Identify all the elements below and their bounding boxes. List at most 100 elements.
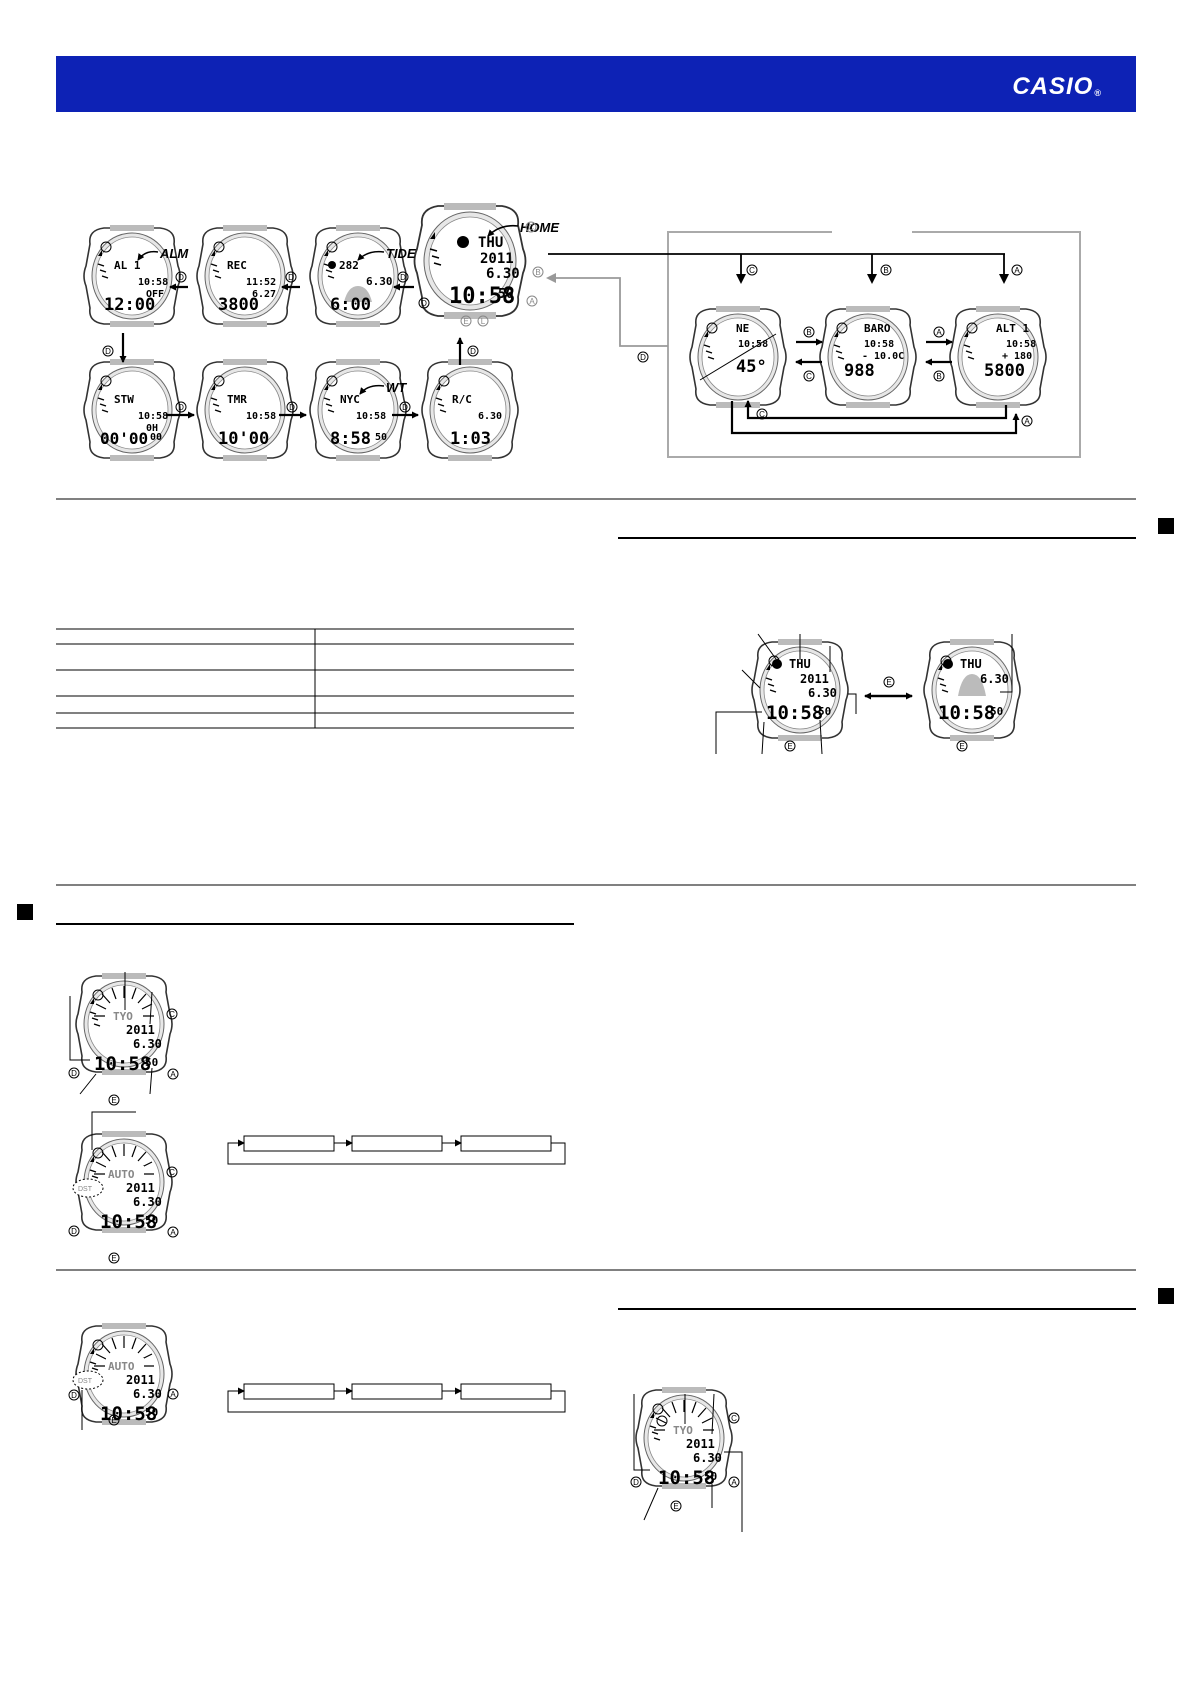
svg-text:A: A [170, 1070, 176, 1079]
tk-right-date: 6.30 [980, 672, 1009, 686]
tide-code: 282 [339, 259, 359, 272]
svg-text:B: B [806, 328, 811, 337]
svg-text:E: E [111, 1096, 116, 1105]
rec-time: 11:52 [246, 277, 276, 288]
alt-value: 5800 [984, 361, 1025, 381]
tk-right-time: 10:58 [938, 702, 995, 724]
alarm-label: ALM [159, 246, 189, 261]
rec-value: 3800 [218, 295, 259, 315]
stopwatch-time: 10:58 [138, 411, 168, 422]
svg-text:D: D [71, 1069, 77, 1078]
bottom-year: 2011 [686, 1437, 715, 1451]
svg-text:D: D [71, 1391, 77, 1400]
rc-time: 1:03 [450, 429, 491, 449]
dst1-indicator: DST [78, 1186, 93, 1193]
svg-text:E: E [886, 678, 891, 687]
rc-date: 6.30 [478, 411, 502, 422]
svg-text:E: E [673, 1502, 678, 1511]
baro-code: BARO [864, 322, 891, 335]
svg-text:D: D [178, 273, 184, 282]
bottom-city: TYO [673, 1424, 693, 1437]
svg-text:D: D [178, 403, 184, 412]
dst2-year: 2011 [126, 1373, 155, 1387]
city-time: 10:58 [94, 1053, 151, 1075]
tk-right-seconds: 50 [990, 705, 1003, 718]
city-date: 6.30 [133, 1037, 162, 1051]
alt-delta: + 180 [1002, 351, 1032, 362]
wt-code: NYC [340, 393, 360, 406]
svg-text:C: C [806, 372, 812, 381]
dst2-indicator: DST [78, 1378, 93, 1385]
dst1-date: 6.30 [133, 1195, 162, 1209]
svg-text:C: C [169, 1010, 175, 1019]
dst1-status: AUTO [108, 1168, 135, 1181]
wt-time-small: 10:58 [356, 411, 386, 422]
svg-text:E: E [787, 742, 792, 751]
home-seconds: 50 [498, 287, 514, 302]
tk-left-day: THU [789, 657, 811, 671]
svg-text:C: C [749, 266, 755, 275]
bottom-seconds: 50 [704, 1470, 717, 1483]
timer-time: 10:58 [246, 411, 276, 422]
svg-text:D: D [633, 1478, 639, 1487]
svg-text:A: A [1024, 417, 1030, 426]
svg-text:E: E [463, 317, 468, 326]
svg-text:E: E [111, 1416, 116, 1425]
home-year: 2011 [480, 251, 514, 267]
tide-time: 6:00 [330, 295, 371, 315]
stopwatch-hundredths: 00 [150, 432, 162, 443]
bottom-date: 6.30 [693, 1451, 722, 1465]
tide-label: TIDE [386, 246, 416, 261]
casio-logo: CASIO® [1012, 73, 1102, 100]
rc-code: R/C [452, 393, 472, 406]
baro-value: 988 [844, 361, 875, 381]
baro-trend: - 10.0C [862, 351, 904, 362]
dst2-seconds: 50 [145, 1406, 158, 1419]
svg-text:A: A [170, 1390, 176, 1399]
page-header: CASIO® [56, 56, 1136, 112]
alarm-time: 12:00 [104, 295, 155, 315]
compass-value: 45° [736, 357, 767, 377]
alarm-status: OFF [146, 289, 164, 300]
stopwatch-value: 00'00 [100, 429, 148, 448]
alarm-time-small: 10:58 [138, 277, 168, 288]
wt-time: 8:58 [330, 429, 371, 449]
svg-text:D: D [402, 403, 408, 412]
svg-text:A: A [529, 297, 535, 306]
svg-text:A: A [170, 1228, 176, 1237]
home-day: THU [478, 235, 503, 251]
stopwatch-code: STW [114, 393, 134, 406]
svg-text:D: D [421, 299, 427, 308]
svg-text:D: D [289, 403, 295, 412]
svg-text:B: B [535, 268, 540, 277]
tk-left-date: 6.30 [808, 686, 837, 700]
alt-time: 10:58 [1006, 339, 1036, 350]
dst1-year: 2011 [126, 1181, 155, 1195]
svg-text:B: B [936, 372, 941, 381]
tide-date: 6.30 [366, 275, 393, 288]
dst2-status: AUTO [108, 1360, 135, 1373]
svg-text:L: L [481, 317, 486, 326]
dst2-date: 6.30 [133, 1387, 162, 1401]
dst2-time: 10:58 [100, 1403, 157, 1425]
city-seconds: 50 [145, 1056, 158, 1069]
svg-text:A: A [936, 328, 942, 337]
svg-text:C: C [528, 223, 534, 232]
svg-text:C: C [731, 1414, 737, 1423]
dst1-seconds: 50 [145, 1214, 158, 1227]
stopwatch-hours: 0H [146, 423, 158, 434]
svg-text:D: D [288, 273, 294, 282]
alarm-code: AL 1 [114, 259, 141, 272]
svg-text:C: C [759, 410, 765, 419]
rec-date: 6.27 [252, 289, 276, 300]
baro-time: 10:58 [864, 339, 894, 350]
alt-code: ALT 1 [996, 322, 1029, 335]
section-marker [1158, 1288, 1174, 1304]
svg-text:D: D [400, 273, 406, 282]
wt-seconds: 50 [375, 432, 387, 443]
tk-left-seconds: 50 [818, 705, 831, 718]
city-year: 2011 [126, 1023, 155, 1037]
svg-text:D: D [640, 353, 646, 362]
svg-text:B: B [883, 266, 888, 275]
